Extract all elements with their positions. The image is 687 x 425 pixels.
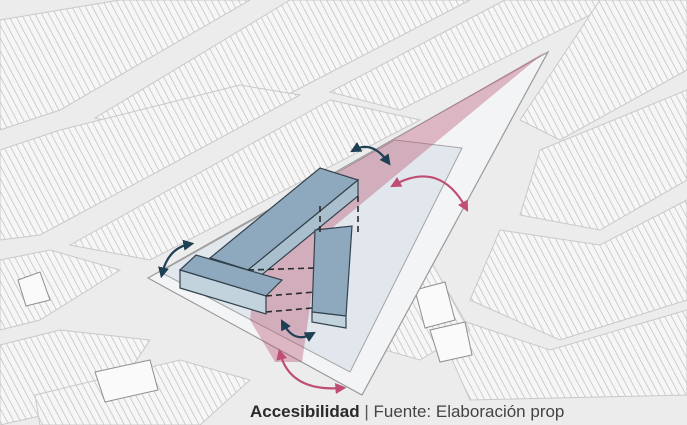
block [429,309,687,401]
caption-title: Accesibilidad [250,402,360,421]
caption-source: Fuente: Elaboración prop [373,402,565,421]
block [519,89,687,231]
access-arrow-icon [158,141,469,394]
dashed-links [247,196,359,313]
block [0,249,122,331]
block [68,99,422,261]
figure-caption: Accesibilidad | Fuente: Elaboración prop [250,400,564,424]
block [328,0,621,111]
block [0,84,302,241]
block [519,0,687,141]
block [0,0,251,131]
building-east [311,225,353,329]
block [469,199,687,341]
neighbor-buildings [17,271,473,403]
caption-separator: | [359,402,374,421]
